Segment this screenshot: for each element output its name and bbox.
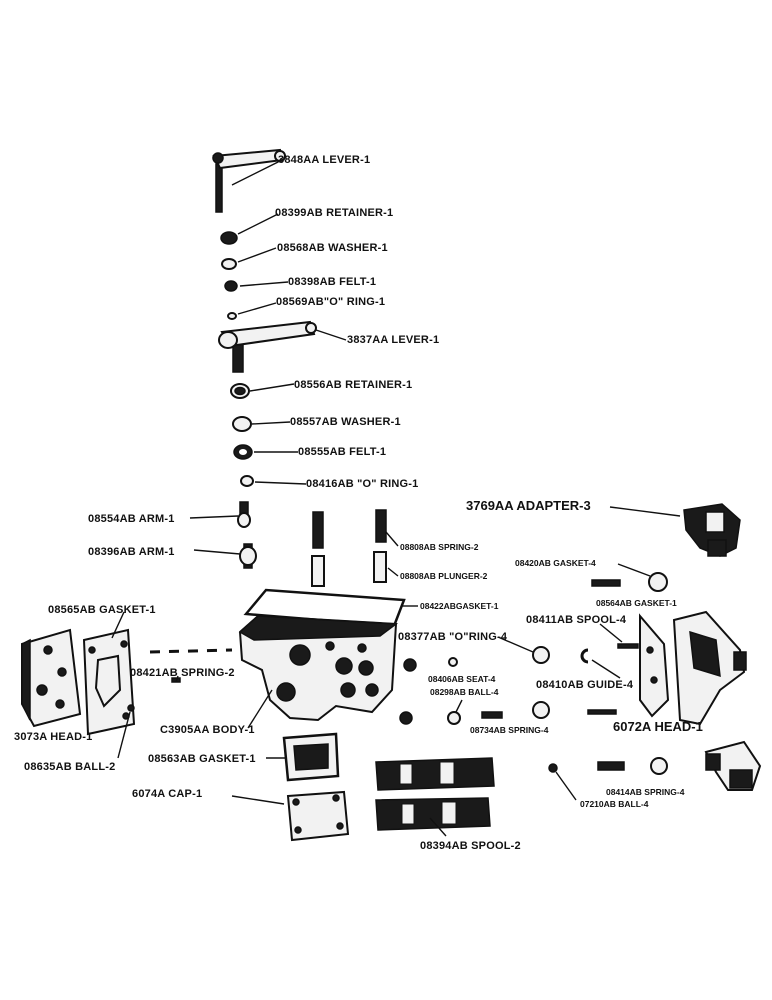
adapter-part xyxy=(683,503,741,557)
oring-mid-part xyxy=(240,475,254,487)
ball-4b-part xyxy=(548,763,558,773)
oring-4-part xyxy=(532,646,550,664)
label-gasket-4: 08420AB GASKET-4 xyxy=(515,558,596,568)
label-gasket-cap: 08563AB GASKET-1 xyxy=(148,753,256,765)
label-retainer-mid: 08556AB RETAINER-1 xyxy=(294,379,412,391)
label-washer-top: 08568AB WASHER-1 xyxy=(277,242,388,254)
head-left-part xyxy=(21,628,82,728)
spool-2-lower-part xyxy=(375,797,491,831)
label-lever-top: 3848AA LEVER-1 xyxy=(278,154,370,166)
label-spool-2: 08394AB SPOOL-2 xyxy=(420,840,521,852)
label-arm-lower: 08396AB ARM-1 xyxy=(88,546,175,558)
label-arm-upper: 08554AB ARM-1 xyxy=(88,513,175,525)
label-retainer-top: 08399AB RETAINER-1 xyxy=(275,207,393,219)
cap-part xyxy=(286,790,350,842)
main-body-part xyxy=(238,614,399,722)
washer-top-part xyxy=(221,258,237,270)
label-oring-top: 08569AB"O" RING-1 xyxy=(276,296,385,308)
lever-mid-part xyxy=(218,320,317,373)
retainer-top-part xyxy=(220,231,238,245)
label-spring-left: 08421AB SPRING-2 xyxy=(130,667,235,679)
label-ball-4b: 07210AB BALL-4 xyxy=(580,799,649,809)
label-body: C3905AA BODY-1 xyxy=(160,724,255,736)
label-adapter: 3769AA ADAPTER-3 xyxy=(466,498,591,513)
label-oring-4: 08377AB "O"RING-4 xyxy=(398,631,508,643)
label-oring-mid: 08416AB "O" RING-1 xyxy=(306,478,418,490)
label-spring-2: 08808AB SPRING-2 xyxy=(400,542,479,552)
label-gasket-body: 08422ABGASKET-1 xyxy=(420,601,499,611)
head-right-part xyxy=(639,610,747,726)
spring-4-part xyxy=(481,701,617,719)
plunger-pair xyxy=(311,551,387,587)
spring-upper-pair xyxy=(312,509,387,549)
label-felt-mid: 08555AB FELT-1 xyxy=(298,446,386,458)
label-lever-mid: 3837AA LEVER-1 xyxy=(347,334,439,346)
felt-mid-part xyxy=(233,444,253,460)
label-spool-4: 08411AB SPOOL-4 xyxy=(526,614,627,626)
label-spring-4: 08734AB SPRING-4 xyxy=(470,725,549,735)
label-gasket-right: 08564AB GASKET-1 xyxy=(596,598,677,608)
guide-4-part xyxy=(580,648,589,664)
gasket-4-part xyxy=(591,572,668,592)
label-washer-mid: 08557AB WASHER-1 xyxy=(290,416,401,428)
lever-top-part xyxy=(212,148,286,213)
gasket-left-part xyxy=(82,628,136,736)
spool-2-upper-part xyxy=(375,757,495,791)
label-felt-top: 08398AB FELT-1 xyxy=(288,276,376,288)
oring-top-part xyxy=(227,312,237,320)
label-ball-4: 08298AB BALL-4 xyxy=(430,687,499,697)
label-gasket-left: 08565AB GASKET-1 xyxy=(48,604,156,616)
washer-mid-part xyxy=(232,416,252,432)
label-head-left: 3073A HEAD-1 xyxy=(14,731,92,743)
spring-4b-part xyxy=(597,757,668,775)
label-seat-4: 08406AB SEAT-4 xyxy=(428,674,496,684)
arm-lower-part xyxy=(239,543,257,569)
label-head-right: 6072A HEAD-1 xyxy=(613,719,703,734)
ball-2-part xyxy=(127,704,135,712)
spool-4-part xyxy=(617,643,639,649)
label-ball-2: 08635AB BALL-2 xyxy=(24,761,115,773)
elbow-fitting-part xyxy=(704,740,762,791)
arm-upper-part xyxy=(237,501,251,528)
label-plunger-2: 08808AB PLUNGER-2 xyxy=(400,571,488,581)
cap-gasket-part xyxy=(282,732,340,782)
label-spring-4b: 08414AB SPRING-4 xyxy=(606,787,685,797)
retainer-mid-part xyxy=(230,383,250,399)
felt-top-part xyxy=(224,280,238,292)
seat-4-part xyxy=(403,657,458,672)
label-cap: 6074A CAP-1 xyxy=(132,788,202,800)
ball-4-part xyxy=(399,711,461,725)
alignment-dash-left xyxy=(149,648,233,654)
label-guide-4: 08410AB GUIDE-4 xyxy=(536,679,634,691)
